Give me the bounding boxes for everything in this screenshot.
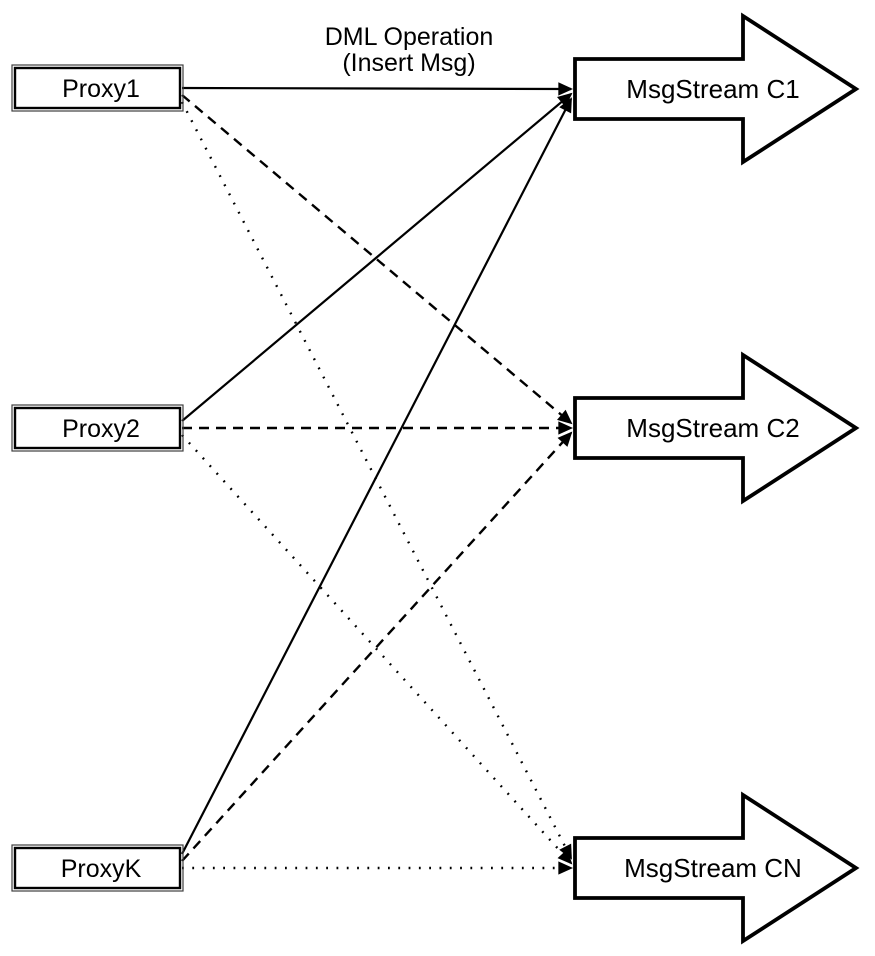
edge-proxy1-cn-dotted bbox=[180, 101, 573, 860]
proxyk-box-outer-line bbox=[11, 844, 184, 892]
node-proxy2: Proxy2 bbox=[11, 404, 184, 452]
node-proxy1: Proxy1 bbox=[11, 64, 184, 112]
proxyk-box bbox=[13, 846, 182, 890]
node-proxyk: ProxyK bbox=[11, 844, 184, 892]
node-stream-cn: MsgStream CN bbox=[573, 791, 860, 945]
edge-proxy2-cn-dotted bbox=[181, 434, 573, 865]
proxy2-box-outer-line bbox=[11, 404, 184, 452]
proxy2-label: Proxy2 bbox=[62, 415, 140, 443]
proxy2-box bbox=[13, 406, 182, 450]
diagram-title-line1: DML Operation bbox=[325, 23, 494, 51]
edge-proxyk-c1-solid bbox=[181, 97, 572, 855]
edge-proxy2-c1-solid bbox=[181, 92, 573, 422]
stream-cn-label: MsgStream CN bbox=[624, 853, 802, 883]
stream-c1-arrow-shape bbox=[573, 12, 860, 166]
stream-cn-arrow-shape bbox=[573, 791, 860, 945]
proxy1-label: Proxy1 bbox=[62, 75, 140, 103]
edge-proxyk-c2-dashed bbox=[181, 431, 573, 862]
stream-c1-label: MsgStream C1 bbox=[626, 74, 799, 104]
proxy1-box bbox=[13, 66, 182, 110]
proxy1-box-outer-line bbox=[11, 64, 184, 112]
node-stream-c1: MsgStream C1 bbox=[573, 12, 860, 166]
node-stream-c2: MsgStream C2 bbox=[573, 351, 860, 505]
diagram-title-line2: (Insert Msg) bbox=[342, 49, 475, 77]
edges-layer bbox=[180, 82, 573, 875]
proxyk-label: ProxyK bbox=[61, 855, 142, 883]
stream-c2-arrow-shape bbox=[573, 351, 860, 505]
stream-c2-label: MsgStream C2 bbox=[626, 413, 799, 443]
edge-proxy1-c1-solid bbox=[181, 82, 573, 96]
